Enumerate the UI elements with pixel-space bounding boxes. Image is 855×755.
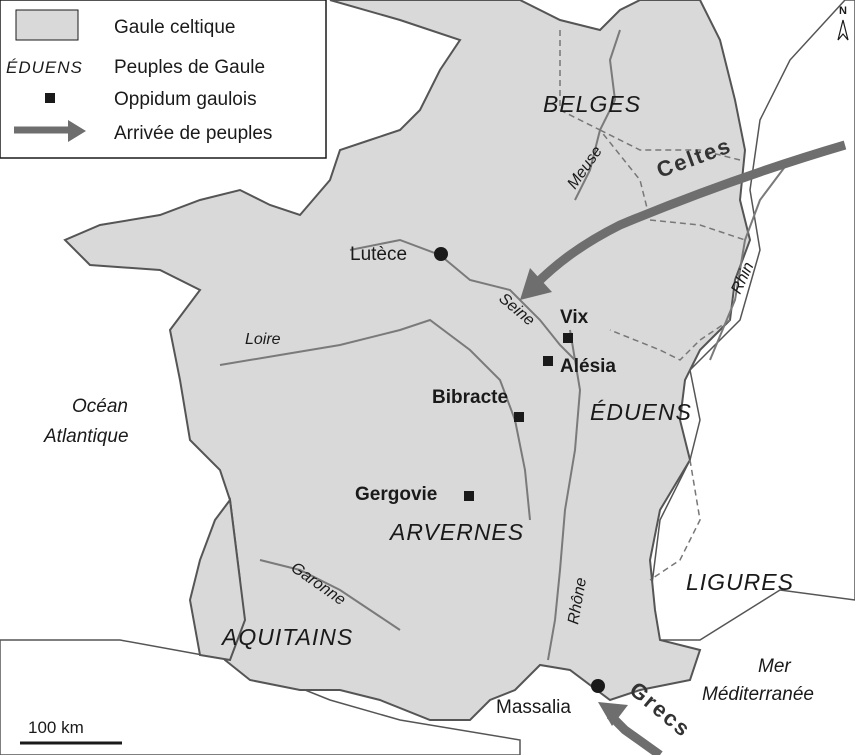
ocean-label-1: Océan bbox=[72, 396, 128, 417]
sea-label-2: Méditerranée bbox=[702, 684, 814, 705]
people-aquitains: AQUITAINS bbox=[220, 624, 353, 650]
river-garonne bbox=[259, 559, 401, 631]
oppidum-marker-gergovie bbox=[464, 491, 474, 501]
river-seine bbox=[349, 238, 576, 361]
outside-land-iberia bbox=[0, 639, 521, 755]
oppidum-gergovie: Gergovie bbox=[355, 484, 437, 505]
city-marker-massalia bbox=[591, 679, 605, 693]
river-loire bbox=[219, 318, 531, 521]
legend-people-sample: ÉDUENS bbox=[6, 58, 83, 77]
legend-oppidum-icon bbox=[45, 93, 55, 103]
ocean-label-2: Atlantique bbox=[43, 426, 129, 447]
gaul-southwest-coast bbox=[188, 497, 247, 662]
city-marker-lutece bbox=[434, 247, 448, 261]
gaul-region bbox=[63, 0, 752, 721]
arrow-celtes bbox=[520, 140, 847, 300]
people-borders bbox=[559, 30, 746, 581]
people-arvernes: ARVERNES bbox=[388, 519, 524, 545]
oppidum-bibracte: Bibracte bbox=[432, 387, 508, 408]
river-label-loire: Loire bbox=[245, 331, 281, 348]
legend-arrival-label: Arrivée de peuples bbox=[114, 123, 272, 144]
oppidum-vix: Vix bbox=[560, 307, 589, 328]
oppidum-marker-vix bbox=[563, 333, 573, 343]
oppidum-marker-alesia bbox=[543, 356, 553, 366]
legend-people-label: Peuples de Gaule bbox=[114, 57, 265, 78]
river-rhone bbox=[547, 329, 582, 661]
svg-text:N: N bbox=[839, 5, 847, 17]
oppidum-marker-bibracte bbox=[514, 412, 524, 422]
legend-gaul-swatch bbox=[15, 9, 79, 41]
oppidum-alesia: Alésia bbox=[560, 356, 616, 377]
city-massalia: Massalia bbox=[496, 697, 571, 718]
people-eduens: ÉDUENS bbox=[590, 399, 692, 425]
sea-label-1: Mer bbox=[758, 656, 791, 677]
scale-label: 100 km bbox=[28, 718, 84, 737]
river-meuse bbox=[574, 29, 621, 201]
legend-oppidum-label: Oppidum gaulois bbox=[114, 89, 257, 110]
legend-gaul-label: Gaule celtique bbox=[114, 17, 235, 38]
north-arrow-icon: N bbox=[837, 5, 849, 41]
legend: Gaule celtique ÉDUENS Peuples de Gaule O… bbox=[0, 0, 327, 159]
river-rhin bbox=[709, 159, 791, 361]
people-belges: BELGES bbox=[543, 91, 641, 117]
city-lutece: Lutèce bbox=[350, 244, 407, 265]
arrow-grecs bbox=[598, 702, 663, 755]
rivers bbox=[219, 29, 791, 661]
people-ligures: LIGURES bbox=[686, 569, 794, 595]
